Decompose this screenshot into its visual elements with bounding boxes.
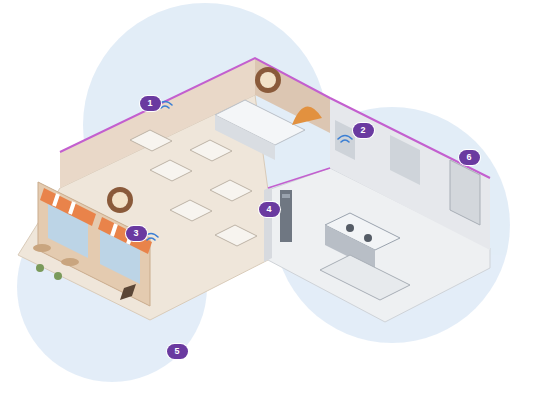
wifi-icon	[338, 136, 352, 143]
awning-stripe	[70, 202, 74, 214]
shelf	[390, 135, 420, 185]
callout-number: 2	[353, 123, 374, 138]
walls	[60, 58, 490, 262]
prep-table	[320, 255, 410, 300]
counter	[215, 115, 275, 160]
terrace-tables	[33, 244, 79, 280]
wifi-icons	[144, 102, 352, 241]
bear-logo	[260, 72, 276, 88]
table	[150, 160, 192, 181]
awning-stripe	[54, 194, 58, 206]
pizza-oven	[292, 107, 322, 125]
awning	[98, 217, 152, 254]
table	[61, 258, 79, 266]
table	[130, 130, 172, 151]
bear-logo	[112, 192, 128, 208]
server-rack	[280, 190, 292, 242]
partition-wall	[264, 186, 272, 262]
kitchen-equipment	[320, 120, 480, 300]
table	[215, 225, 257, 246]
callout-number: 1	[140, 96, 161, 111]
table	[170, 200, 212, 221]
table	[33, 244, 51, 252]
plant	[36, 264, 44, 272]
awning-stripe	[112, 224, 116, 236]
table	[190, 140, 232, 161]
wall-top	[268, 168, 330, 188]
server-rack	[282, 194, 290, 198]
floor	[18, 95, 490, 322]
callout-number: 3	[126, 226, 147, 241]
burner	[364, 234, 372, 242]
burner	[346, 224, 354, 232]
bear-logo	[255, 67, 281, 93]
callout-number: 5	[167, 344, 188, 359]
bear-logo	[107, 187, 133, 213]
counter-area	[215, 100, 322, 242]
callout-number: 4	[259, 202, 280, 217]
cabinet	[335, 120, 355, 160]
wall-top	[60, 58, 490, 178]
callout-number: 6	[459, 150, 480, 165]
dining-furniture	[130, 130, 257, 246]
menu-board	[120, 284, 136, 300]
plant	[54, 272, 62, 280]
fridge	[450, 160, 480, 225]
coverage-zones	[17, 3, 510, 382]
table	[210, 180, 252, 201]
awning	[40, 188, 96, 226]
